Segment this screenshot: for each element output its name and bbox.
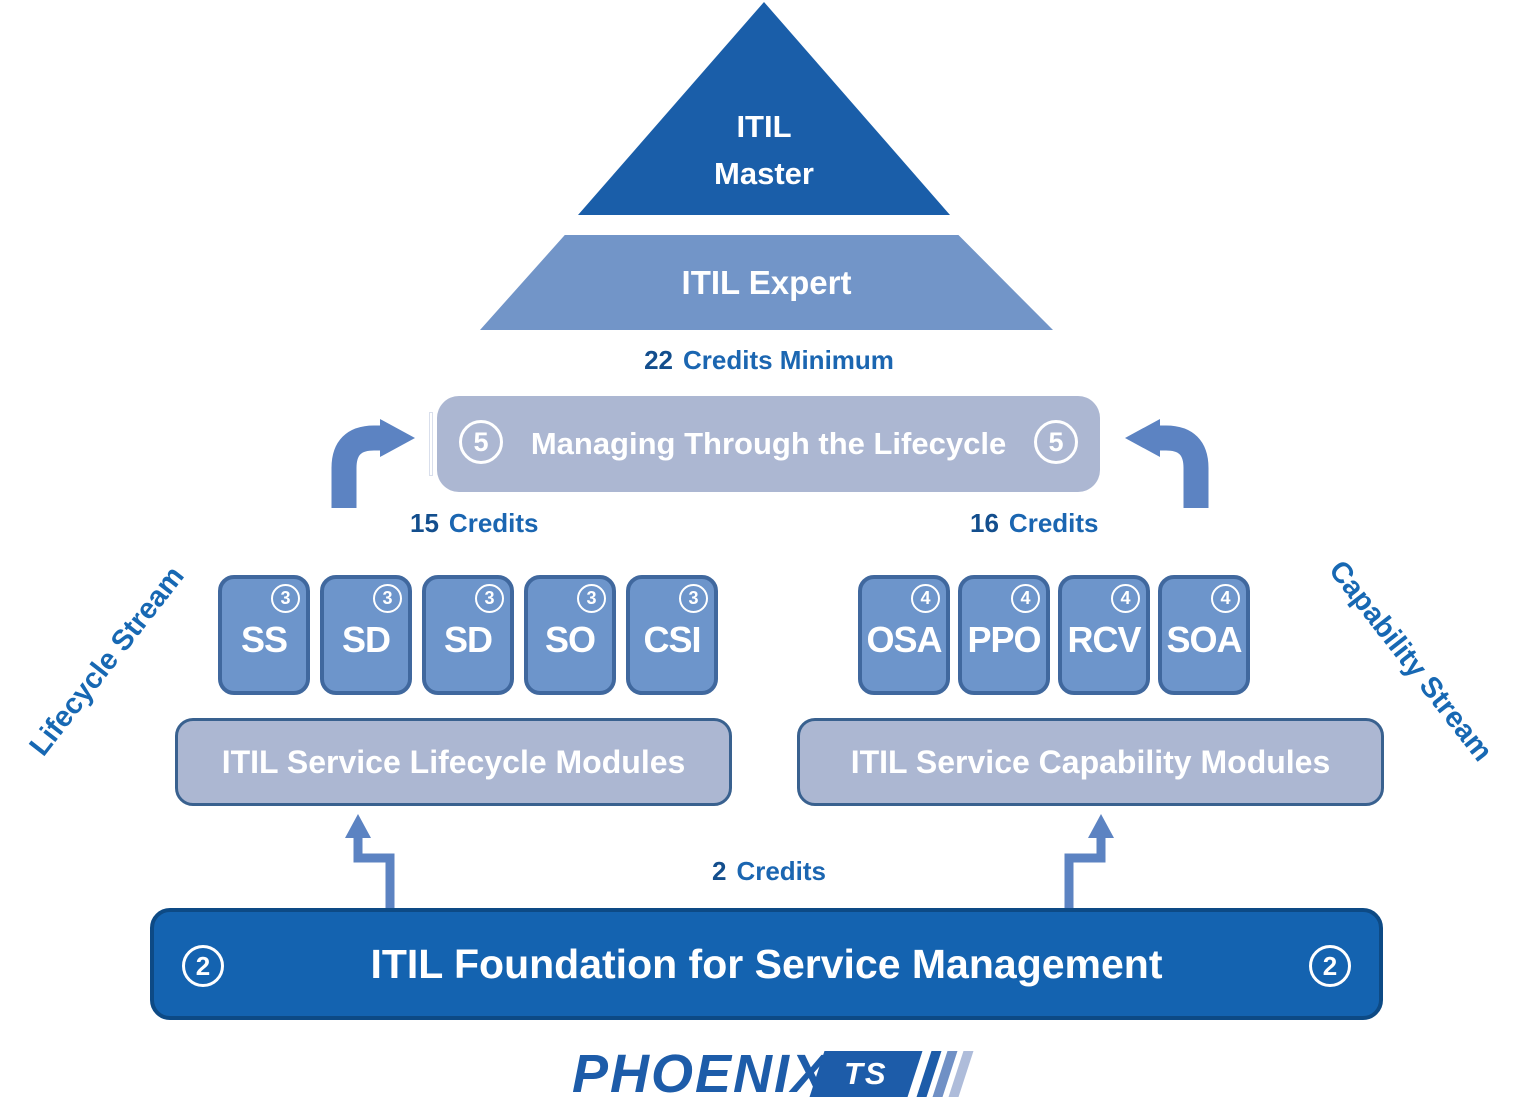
itil-expert-label: ITIL Expert	[681, 263, 852, 301]
module-code: SS	[240, 619, 288, 660]
foundation-credits-label: Credits	[736, 856, 827, 886]
module-code: SO	[544, 619, 596, 660]
capability-credits-label: Credits	[1008, 508, 1099, 538]
ts-badge-text: TS	[844, 1056, 888, 1091]
module-osa: 4 OSA	[858, 575, 950, 695]
module-code: SOA	[1166, 619, 1242, 660]
lifecycle-modules-bar-label: ITIL Service Lifecycle Modules	[221, 743, 686, 780]
foundation-right-credit-badge: 2	[1309, 945, 1351, 987]
module-credit-badge: 3	[373, 584, 402, 613]
module-credit-badge: 4	[1211, 584, 1240, 613]
module-sd-2: 3 SD	[422, 575, 514, 695]
module-code: PPO	[967, 619, 1041, 660]
foundation-credits-number: 2	[711, 856, 727, 886]
lifecycle-credits-text: 15 Credits	[410, 508, 539, 539]
foundation-left-credit-badge: 2	[182, 945, 224, 987]
module-code: SD	[443, 619, 493, 660]
elbow-arrow-up-right-icon	[1064, 814, 1114, 908]
curved-arrow-right-icon	[1125, 419, 1209, 508]
managing-left-bracket	[429, 412, 433, 476]
module-code: SD	[341, 619, 391, 660]
phoenix-wordmark: PHOENIX	[571, 1044, 830, 1104]
lifecycle-modules-row: 3 SS 3 SD 3 SD 3 SO 3 CSI	[218, 575, 718, 695]
managing-lifecycle-box: 5 Managing Through the Lifecycle 5	[437, 396, 1100, 492]
module-code: CSI	[643, 619, 701, 660]
expert-credits-text: 22 Credits Minimum	[0, 345, 1538, 376]
module-sd-1: 3 SD	[320, 575, 412, 695]
itil-expert-trapezoid: ITIL Expert	[480, 235, 1053, 330]
module-rcv: 4 RCV	[1058, 575, 1150, 695]
logo-stripes-icon	[916, 1051, 974, 1097]
module-credit-badge: 4	[1111, 584, 1140, 613]
expert-credits-number: 22	[644, 345, 673, 375]
module-credit-badge: 3	[475, 584, 504, 613]
module-csi: 3 CSI	[626, 575, 718, 695]
lifecycle-stream-label: Lifecycle Stream	[23, 560, 191, 762]
lifecycle-credits-label: Credits	[448, 508, 539, 538]
lifecycle-modules-bar: ITIL Service Lifecycle Modules	[175, 718, 732, 806]
managing-right-credit-badge: 5	[1034, 420, 1078, 464]
foundation-credits-text: 2 Credits	[0, 856, 1538, 887]
capability-modules-bar-label: ITIL Service Capability Modules	[850, 743, 1331, 780]
lifecycle-credits-number: 15	[410, 508, 439, 538]
module-credit-badge: 4	[1011, 584, 1040, 613]
module-credit-badge: 3	[271, 584, 300, 613]
capability-modules-bar: ITIL Service Capability Modules	[797, 718, 1384, 806]
phoenix-ts-logo: PHOENIX TS	[0, 1044, 1538, 1104]
module-ss: 3 SS	[218, 575, 310, 695]
module-credit-badge: 3	[577, 584, 606, 613]
module-code: OSA	[866, 619, 942, 660]
capability-credits-text: 16 Credits	[970, 508, 1099, 539]
foundation-bar: 2 ITIL Foundation for Service Management…	[150, 908, 1383, 1020]
module-credit-badge: 3	[679, 584, 708, 613]
curved-arrow-left-icon	[331, 419, 415, 508]
capability-credits-number: 16	[970, 508, 999, 538]
itil-master-line2: Master	[714, 156, 814, 191]
expert-credits-label: Credits Minimum	[683, 345, 894, 375]
foundation-label: ITIL Foundation for Service Management	[370, 940, 1163, 987]
managing-lifecycle-label: Managing Through the Lifecycle	[530, 426, 1007, 461]
module-ppo: 4 PPO	[958, 575, 1050, 695]
ts-badge: TS	[809, 1051, 923, 1097]
elbow-arrow-up-left-icon	[345, 814, 395, 908]
module-so: 3 SO	[524, 575, 616, 695]
module-soa: 4 SOA	[1158, 575, 1250, 695]
capability-modules-row: 4 OSA 4 PPO 4 RCV 4 SOA	[858, 575, 1250, 695]
module-credit-badge: 4	[911, 584, 940, 613]
managing-left-credit-badge: 5	[459, 420, 503, 464]
module-code: RCV	[1067, 619, 1141, 660]
itil-master-line1: ITIL	[736, 109, 792, 144]
itil-master-triangle: ITIL Master	[578, 2, 950, 215]
itil-master-label: ITIL Master	[578, 103, 950, 197]
